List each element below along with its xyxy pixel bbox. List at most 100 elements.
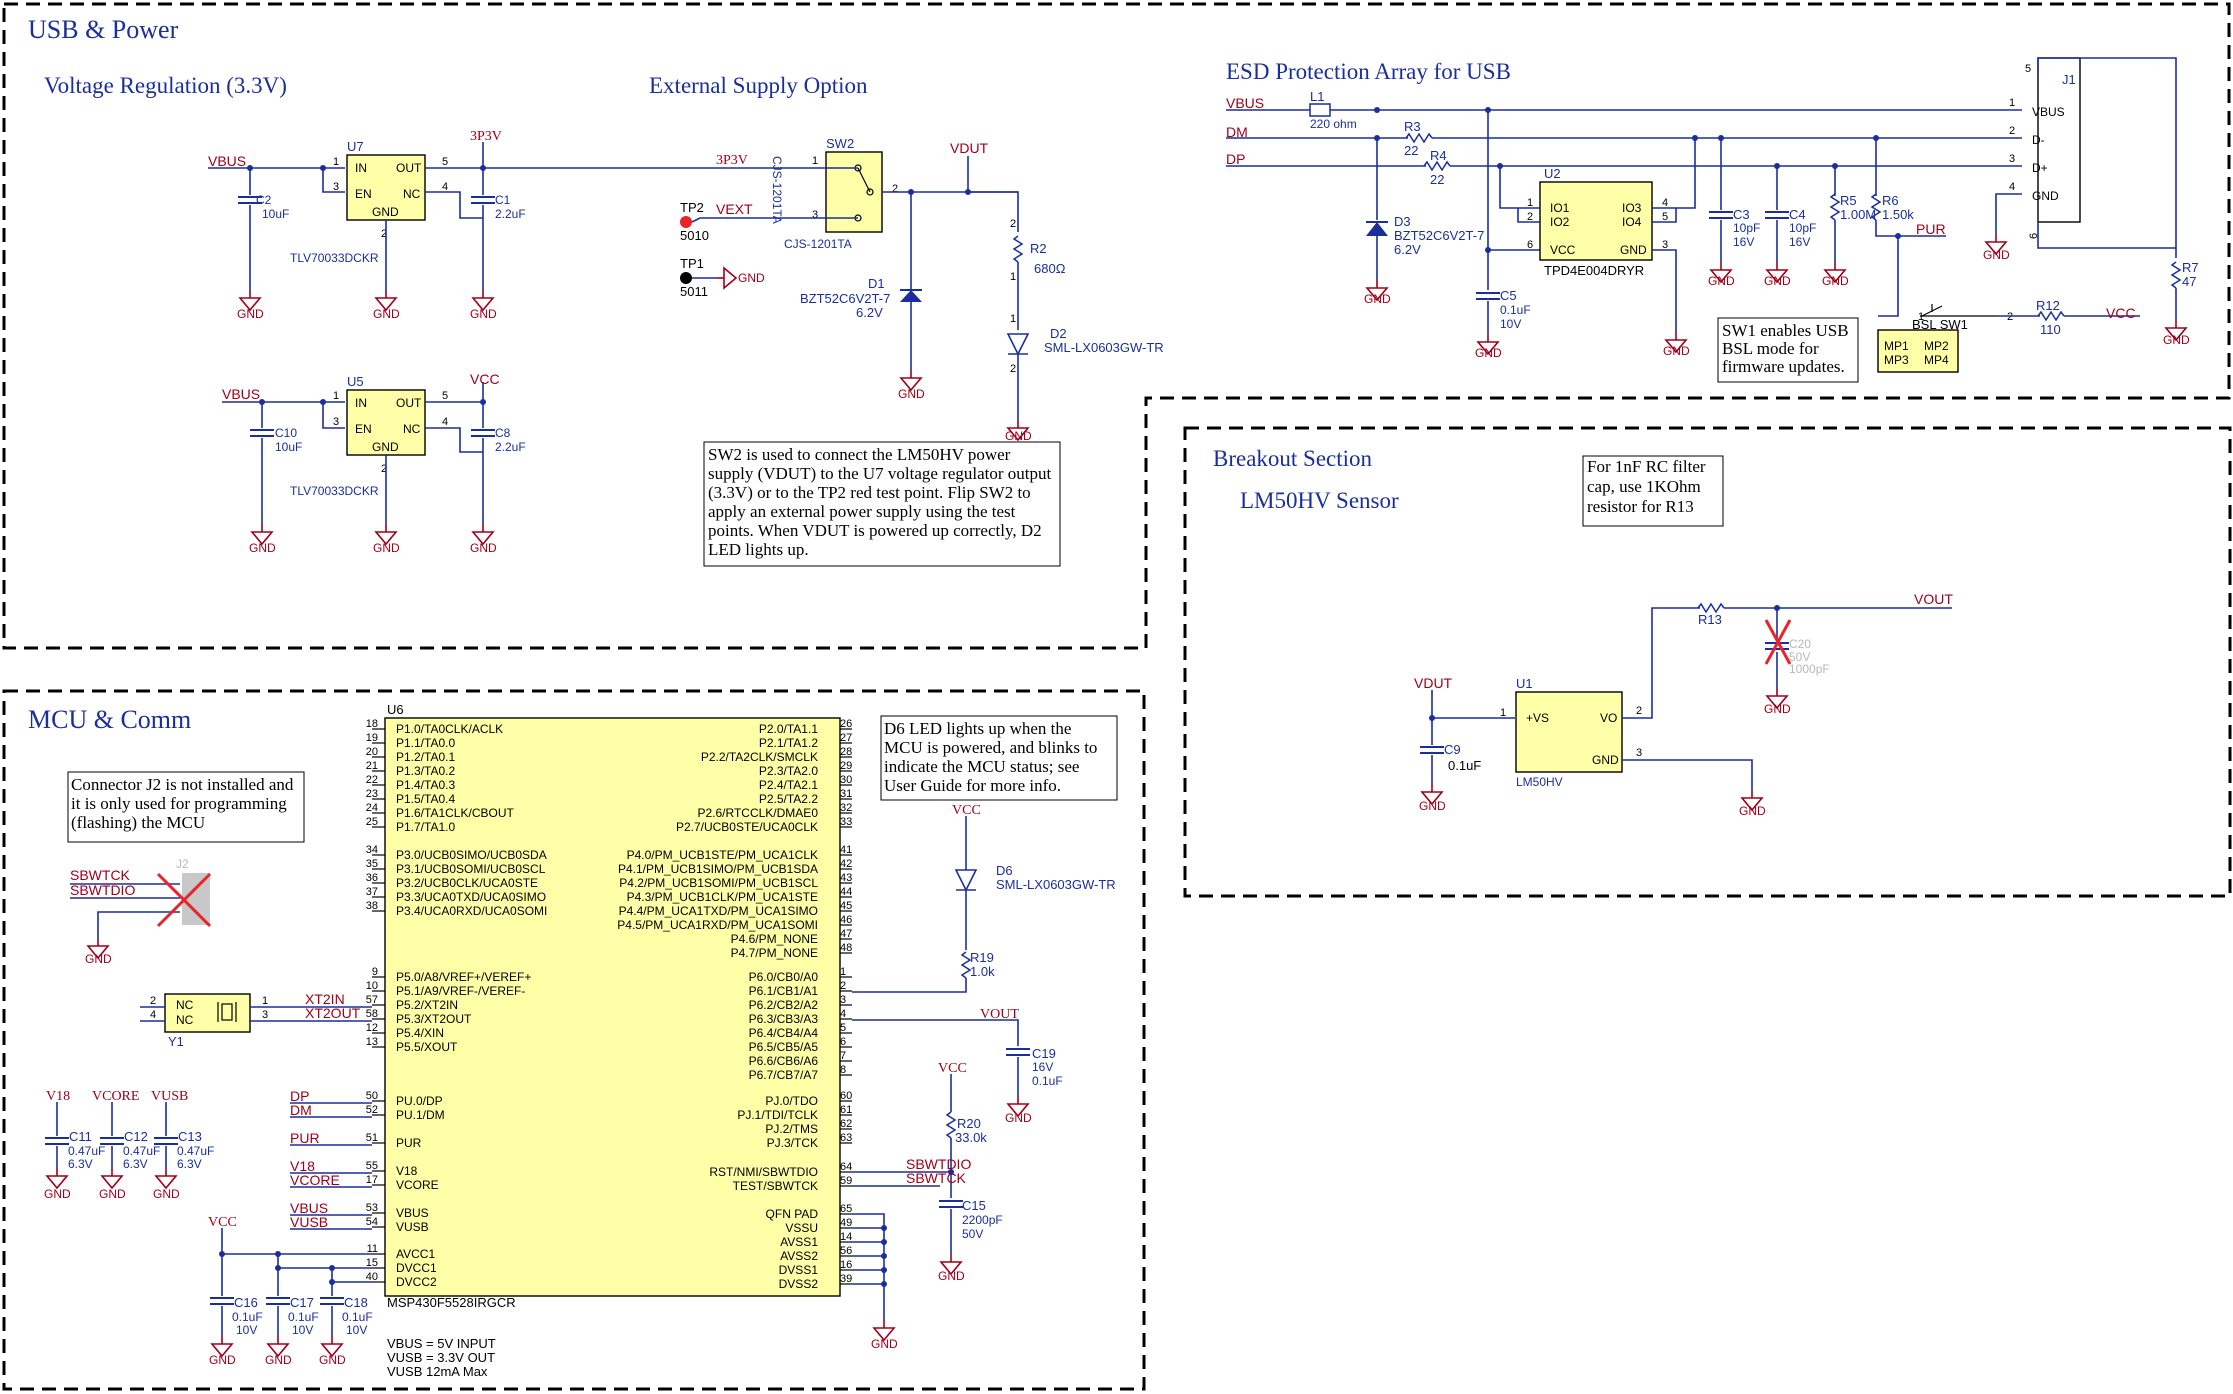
- u7-pin-out: OUT: [396, 161, 422, 175]
- net-label-vusb: VUSB: [151, 1089, 188, 1104]
- u6-pin-number: 8: [840, 1064, 846, 1076]
- j1-pinnum: 1: [2009, 97, 2015, 109]
- u6-pin-number: 21: [366, 760, 378, 772]
- gnd-label: GND: [1739, 804, 1766, 818]
- tp2-red-testpoint[interactable]: [680, 216, 692, 228]
- net-label-3p3v: 3P3V: [470, 129, 502, 144]
- c8-ref: C8: [495, 426, 511, 440]
- u6-pin-name: AVCC1: [396, 1247, 435, 1261]
- net-label-vbus: VBUS: [208, 153, 246, 169]
- r4-value: 22: [1430, 172, 1444, 187]
- lm50hv-sensor[interactable]: VDUT GND C9 0.1uF 1 U1 +VS VO GND LM50HV…: [1414, 591, 1953, 818]
- u2-pinnum: 2: [1527, 211, 1533, 223]
- note-power: VBUS = 5V INPUT VUSB = 3.3V OUT VUSB 12m…: [387, 1336, 496, 1379]
- c20-ref: C20: [1789, 637, 1811, 651]
- u6-pin-name: PJ.2/TMS: [765, 1122, 818, 1136]
- u7-pin-gnd: GND: [372, 205, 399, 219]
- u6-pin-number: 35: [366, 858, 378, 870]
- note-line: BSL mode for: [1722, 339, 1819, 358]
- u6-pin-name: DVSS1: [779, 1263, 819, 1277]
- net-label-vext: VEXT: [716, 201, 753, 217]
- net-label-vcore: VCORE: [92, 1089, 139, 1104]
- esd-protection[interactable]: VBUS DM DP L1 220 ohm R3 22 R4 22 GND D3: [1226, 57, 2199, 373]
- note-d6: D6 LED lights up when the MCU is powered…: [880, 715, 1118, 801]
- c1-value: 2.2uF: [495, 207, 526, 221]
- u7-body: [346, 154, 426, 221]
- note-line: (flashing) the MCU: [71, 813, 205, 832]
- u2-pin: IO3: [1622, 201, 1642, 215]
- l1-value: 220 ohm: [1310, 117, 1357, 131]
- c13-value: 0.47uF: [177, 1144, 214, 1158]
- regulator-u7[interactable]: VBUS GND C2 10uF U7 IN EN OUT NC GND 1 3…: [208, 129, 820, 321]
- net-label-dm: DM: [290, 1102, 312, 1118]
- u6-pin-number: 47: [840, 928, 852, 940]
- net-label-sbwtdio: SBWTDIO: [70, 882, 135, 898]
- u6-pin-number: 41: [840, 844, 852, 856]
- sw1-body[interactable]: [1877, 329, 1959, 373]
- net-label-sbwtdio: SBWTDIO: [906, 1156, 971, 1172]
- gnd-label: GND: [1663, 344, 1690, 358]
- u6-pin-name: P2.2/TA2CLK/SMCLK: [701, 750, 818, 764]
- sw1-pinnum: 1: [1918, 311, 1924, 323]
- u5-pinnum-2: 2: [381, 463, 387, 475]
- u5-pin-nc: NC: [403, 422, 421, 436]
- u6-pin-number: 34: [366, 844, 378, 856]
- u6-pin-name: P5.5/XOUT: [396, 1040, 458, 1054]
- c15-ref: C15: [962, 1198, 986, 1213]
- u6-pin-number: 61: [840, 1104, 852, 1116]
- c11-value: 0.47uF: [68, 1144, 105, 1158]
- u6-pin-name: P5.0/A8/VREF+/VEREF+: [396, 970, 531, 984]
- note-line: it is only used for programming: [71, 794, 287, 813]
- u6-ref: U6: [387, 702, 404, 717]
- u2-pinnum: 6: [1527, 239, 1533, 251]
- u5-ref: U5: [347, 374, 364, 389]
- y1-pinnum: 4: [150, 1009, 156, 1021]
- gnd-label: GND: [1005, 429, 1032, 443]
- u6-pin-name: P1.5/TA0.4: [396, 792, 455, 806]
- note-line: SW1 enables USB: [1722, 321, 1849, 340]
- gnd-label: GND: [1764, 702, 1791, 716]
- gnd-label: GND: [209, 1353, 236, 1367]
- u6-pin-name: PU.1/DM: [396, 1108, 445, 1122]
- sw2-vertical-label: CJS-1201TA: [770, 156, 784, 224]
- net-label-sbwtck: SBWTCK: [906, 1170, 967, 1186]
- u2-part: TPD4E004DRYR: [1544, 263, 1644, 278]
- regulator-u5[interactable]: VBUS GND C10 10uF U5 IN EN OUT NC GND 1 …: [222, 371, 526, 555]
- d1-part: BZT52C6V2T-7: [800, 291, 890, 306]
- tp1-black-testpoint[interactable]: [680, 272, 692, 284]
- u6-pin-number: 28: [840, 746, 852, 758]
- u6-pin-name: P1.4/TA0.3: [396, 778, 455, 792]
- sw2-ref: SW2: [826, 136, 854, 151]
- u6-pin-name: P6.4/CB4/A4: [749, 1026, 819, 1040]
- u6-pin-number: 51: [366, 1132, 378, 1144]
- sw2-part: CJS-1201TA: [784, 237, 852, 251]
- u6-pin-number: 30: [840, 774, 852, 786]
- gnd-label: GND: [470, 307, 497, 321]
- gnd-label: GND: [1983, 248, 2010, 262]
- net-label-vcore: VCORE: [290, 1172, 340, 1188]
- u1-pin: +VS: [1526, 711, 1549, 725]
- u2-pin: IO2: [1550, 215, 1570, 229]
- gnd-label: GND: [2163, 333, 2190, 347]
- d2-pin2: 2: [1010, 363, 1016, 375]
- u2-pin: IO1: [1550, 201, 1570, 215]
- u5-part: TLV70033DCKR: [290, 484, 379, 498]
- external-supply[interactable]: 3P3V CJS-1201TA SW2 1 3 2 CJS-1201TA VEX…: [680, 136, 1164, 443]
- r19-ref: R19: [970, 950, 994, 965]
- u6-pin-name: QFN PAD: [766, 1207, 819, 1221]
- u6-pin-name: P5.2/XT2IN: [396, 998, 458, 1012]
- u7-pinnum-1: 1: [333, 156, 339, 168]
- c10-value: 10uF: [275, 440, 302, 454]
- d6-ref: D6: [996, 863, 1013, 878]
- y1-pinnum: 3: [262, 1009, 268, 1021]
- r6-value: 1.50k: [1882, 207, 1914, 222]
- tp1-value: 5011: [680, 284, 708, 299]
- u7-pin-nc: NC: [403, 187, 421, 201]
- net-label-dp: DP: [1226, 151, 1245, 167]
- r12-value: 110: [2040, 322, 2061, 337]
- note-line: Connector J2 is not installed and: [71, 775, 294, 794]
- mcu-peripherals[interactable]: SBWTCK SBWTDIO GND J2 Y1 NC NC 2 4 1 3 X…: [44, 803, 1116, 1367]
- u1-pin: VO: [1600, 711, 1617, 725]
- y1-pinnum: 2: [150, 995, 156, 1007]
